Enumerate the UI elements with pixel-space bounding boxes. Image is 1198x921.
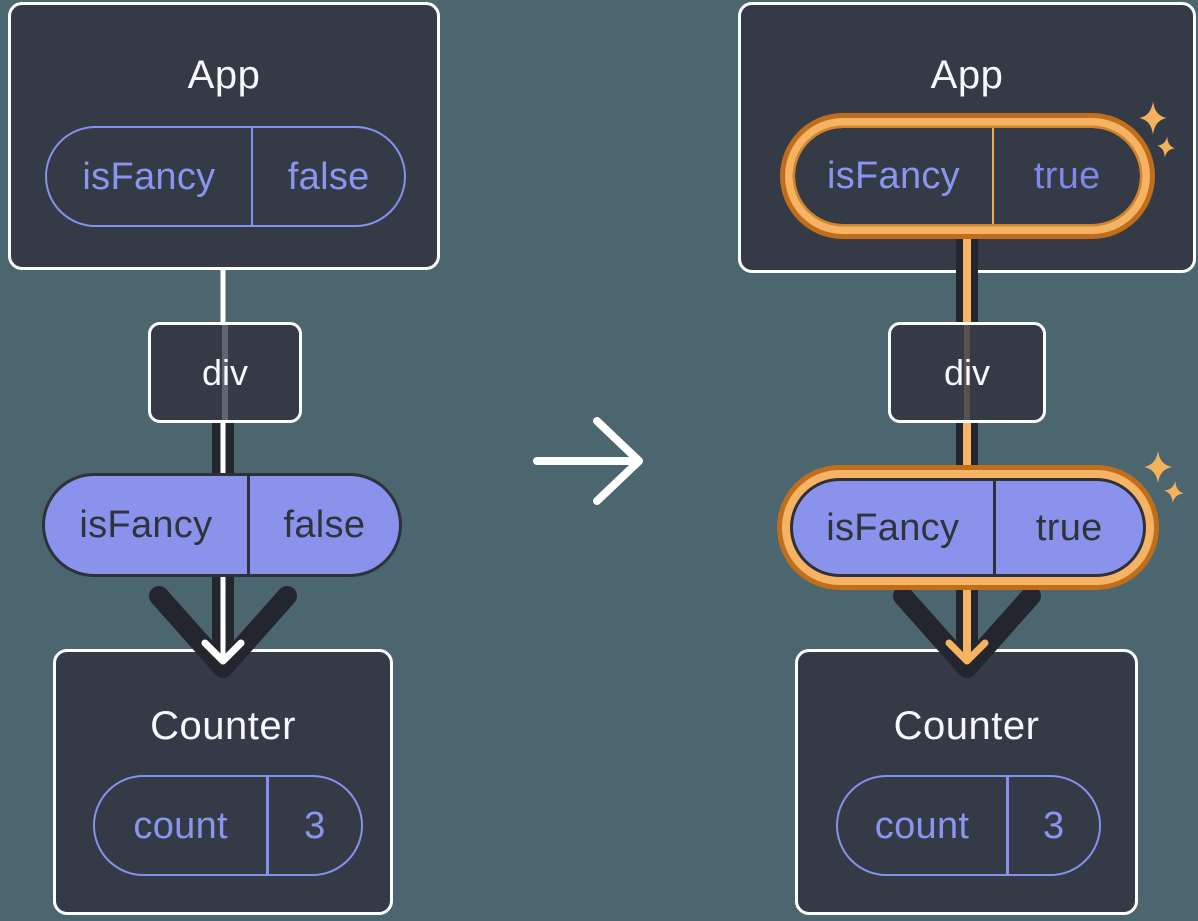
prop-value: false <box>283 504 366 546</box>
pill-divider <box>250 128 254 225</box>
prop-name: isFancy <box>826 506 960 549</box>
connector-ghost <box>222 325 228 420</box>
pill-divider <box>991 128 995 224</box>
state-value: 3 <box>1043 804 1065 847</box>
state-pill-app-before: isFancy false <box>45 126 406 227</box>
prop-value: true <box>1035 506 1103 549</box>
counter-card-before: Counter count 3 <box>53 649 393 915</box>
app-title-before: App <box>187 53 261 97</box>
state-value: 3 <box>304 804 326 847</box>
div-label-after: div <box>943 351 991 393</box>
counter-title-after: Counter <box>893 704 1040 748</box>
arrow-right-icon <box>533 417 643 505</box>
pill-divider <box>246 476 250 574</box>
prop-name: isFancy <box>79 504 213 546</box>
state-value: false <box>287 155 370 198</box>
counter-card-after: Counter count 3 <box>795 649 1138 915</box>
counter-title-before: Counter <box>150 704 296 748</box>
pill-divider <box>266 777 269 874</box>
state-value: true <box>1033 155 1101 197</box>
prop-pill-before: isFancy false <box>42 473 402 577</box>
app-card-before: App isFancy false <box>8 2 440 270</box>
app-title-after: App <box>930 53 1004 97</box>
state-name: isFancy <box>826 155 960 197</box>
div-label-before: div <box>201 351 249 393</box>
div-node-before: div <box>148 322 302 423</box>
state-pill-app-after-highlighted: isFancy true <box>795 128 1140 224</box>
div-node-after: div <box>888 322 1046 423</box>
state-name: count <box>874 804 970 847</box>
state-name: count <box>133 804 228 847</box>
connector-ghost <box>964 325 970 420</box>
state-name: isFancy <box>82 155 216 198</box>
state-pill-counter-after: count 3 <box>836 775 1101 876</box>
sparkle-icon <box>1144 451 1172 483</box>
flow-lines-after <box>893 230 1041 678</box>
pill-divider <box>1006 777 1009 874</box>
pill-divider <box>992 481 996 574</box>
state-pill-counter-before: count 3 <box>93 775 363 876</box>
prop-pill-after-highlighted: isFancy true <box>790 478 1146 577</box>
sparkle-icon <box>1164 481 1184 503</box>
